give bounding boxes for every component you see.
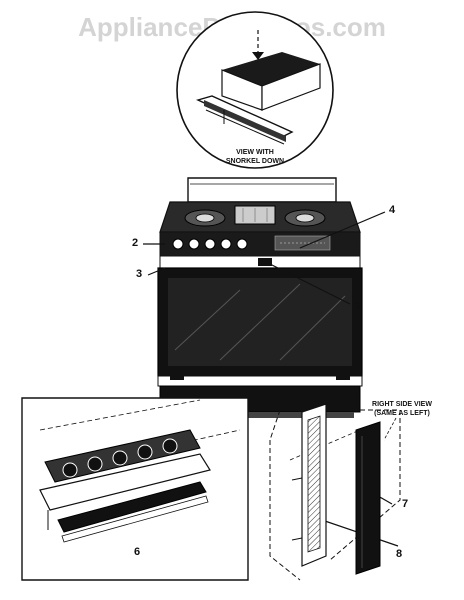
right-side-caption-line-2: (SAME AS LEFT)	[374, 410, 430, 417]
snorkel-caption-line-1: VIEW WITH	[236, 149, 274, 156]
callout-2: 2	[132, 237, 139, 249]
callout-5: 5	[354, 300, 361, 312]
right-side-view-caption: RIGHT SIDE VIEW (SAME AS LEFT)	[362, 400, 442, 418]
right-side-view	[269, 403, 401, 581]
snorkel-detail-view	[176, 11, 334, 169]
callout-7: 7	[402, 498, 409, 510]
burner-base-detail	[21, 397, 249, 581]
snorkel-view-caption: VIEW WITH SNORKEL DOWN	[214, 148, 296, 166]
right-side-caption-line-1: RIGHT SIDE VIEW	[372, 401, 432, 408]
callout-8: 8	[396, 548, 403, 560]
callout-4: 4	[389, 204, 396, 216]
snorkel-caption-line-2: SNORKEL DOWN	[225, 158, 285, 165]
callout-3: 3	[136, 268, 143, 280]
control-knobs	[172, 238, 248, 250]
callout-6: 6	[134, 546, 141, 558]
range-assembly	[157, 177, 363, 418]
